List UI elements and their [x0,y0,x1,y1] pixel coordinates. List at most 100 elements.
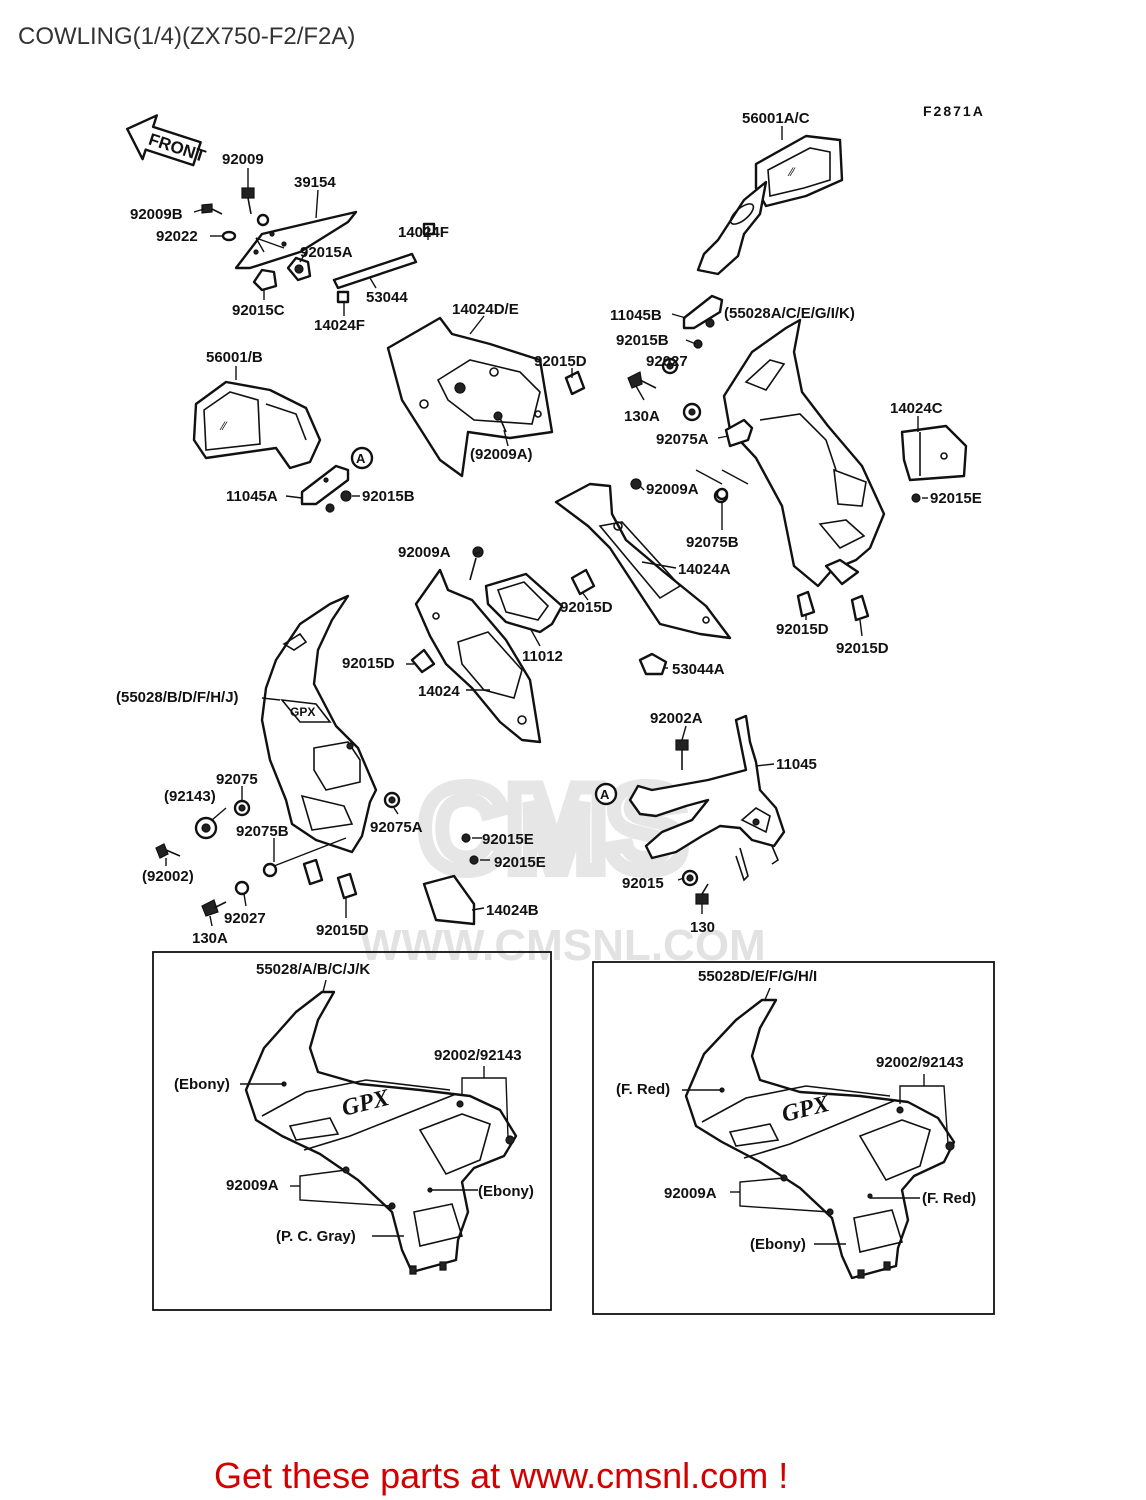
center-cover-14024A [554,482,732,640]
nuts-92015E-center [461,833,479,865]
callout: 56001/B [206,349,263,366]
screw-92002-left [155,843,181,859]
nut-92015B-right [705,318,715,328]
nut-92015E-right [911,493,921,503]
callout: 39154 [294,174,336,191]
grommet-92075A-left [383,791,401,809]
tube-53044 [332,252,418,290]
svg-text:(F. Red): (F. Red) [616,1081,670,1098]
tray-11012 [484,572,564,634]
right-mirror-56001AC: ⁄⁄ [696,134,844,276]
callout-labels: 92009 39154 92009B 92022 92015A 14024F 5… [116,110,982,947]
screw-92009B [201,203,223,215]
svg-text:92002/92143: 92002/92143 [434,1047,522,1064]
screw-92009 [241,187,270,227]
base-cover-14024 [414,568,542,744]
callout: 92075 [216,771,258,788]
inset-right: 55028D/E/F/G/H/I GPX (F. Red) 92002/9214… [592,961,995,1315]
callout: 92009A [646,481,699,498]
callout: 11012 [522,648,563,665]
cushion-14024F-top [422,222,436,236]
screw-92009A-base [469,546,484,581]
screw-92009A-cover [454,382,507,433]
callout: 92015D [342,655,395,672]
inset-left: 55028/A/B/C/J/K GPX (Ebony) 92002/92143 … [152,951,552,1311]
callout: (55028A/C/E/G/I/K) [724,305,855,322]
nut-92015B-left [340,490,352,502]
callout: 14024F [398,224,449,241]
right-upper-cowling [722,318,886,588]
washer-92022 [221,230,237,242]
clip-92015D-center [570,568,596,596]
clips-92015D-left [302,858,358,900]
callout: 130A [624,408,660,425]
callout: (92009A) [470,446,533,463]
callout: 92015D [316,922,369,939]
callout: 53044 [366,289,408,306]
callout: 92075A [656,431,709,448]
callout: 92015E [482,831,534,848]
callout: 11045B [610,307,662,324]
ref-marker-a-top: A [350,446,374,470]
svg-text:(P. C. Gray): (P. C. Gray) [276,1228,356,1245]
callout: 14024C [890,400,943,417]
collar-92027-left [234,880,250,896]
clip-92015D-top [564,370,586,396]
inner-cover-14024DE [386,316,554,478]
callout: 53044A [672,661,725,678]
callout: 92015D [560,599,613,616]
svg-text:92009A: 92009A [226,1177,279,1194]
callout: 92015D [534,353,587,370]
callout: 92015A [300,244,353,261]
bolt-130A-left [201,899,227,917]
callout: 92015B [362,488,415,505]
callout: (92002) [142,868,194,885]
grommet-92075-left [233,799,251,817]
callout: 92002A [650,710,703,727]
bolt-130 [695,883,709,905]
svg-text:(Ebony): (Ebony) [750,1236,806,1253]
cushion-14024F-bottom [336,290,350,304]
cover-14024B [422,874,476,926]
callout: 92027 [646,353,688,370]
callout: 11045A [226,488,278,505]
ref-marker-a-stay: A [594,782,618,806]
callout: 130 [690,919,715,936]
fastener-92143 [194,816,218,840]
callout: 92015E [930,490,982,507]
footer-cta-link[interactable]: Get these parts at www.cmsnl.com ! [214,1455,788,1496]
callout: (92143) [164,788,216,805]
grommet-92075B-left [262,862,278,878]
callout: 14024 [418,683,460,700]
screw-92009A-center [630,478,729,501]
nut-92015B-lower [693,339,703,349]
grommet-92015C [252,268,278,292]
callout: 56001A/C [742,110,810,127]
svg-text:92002/92143: 92002/92143 [876,1054,964,1071]
callout: 14024D/E [452,301,519,318]
callout: 92009B [130,206,183,223]
callout: 92015 [622,875,664,892]
clips-92015D-right [796,590,870,622]
leader-lines [165,126,928,927]
svg-text:A: A [356,451,366,466]
inset-left-part: 55028/A/B/C/J/K [256,961,370,978]
watermark: CMS WWW.CMSNL.COM [360,755,766,970]
svg-text:CMS: CMS [420,762,687,896]
callout: 92015D [776,621,829,638]
callout: 92015E [494,854,546,871]
front-arrow-icon: FRONT [126,114,208,167]
grommet-92015 [681,869,699,887]
grommet-92015A [286,256,312,282]
callout: 92075B [686,534,739,551]
bracket-plate-39154 [234,210,358,270]
bracket-11045A [300,464,350,506]
bolt-130A-right [627,371,657,389]
svg-text:(Ebony): (Ebony) [174,1076,230,1093]
nut-small [325,503,335,513]
clip-92015D-base [410,648,436,674]
svg-text:(F. Red): (F. Red) [922,1190,976,1207]
callout: 92015C [232,302,285,319]
left-mirror-56001B: ⁄⁄ [192,380,322,470]
